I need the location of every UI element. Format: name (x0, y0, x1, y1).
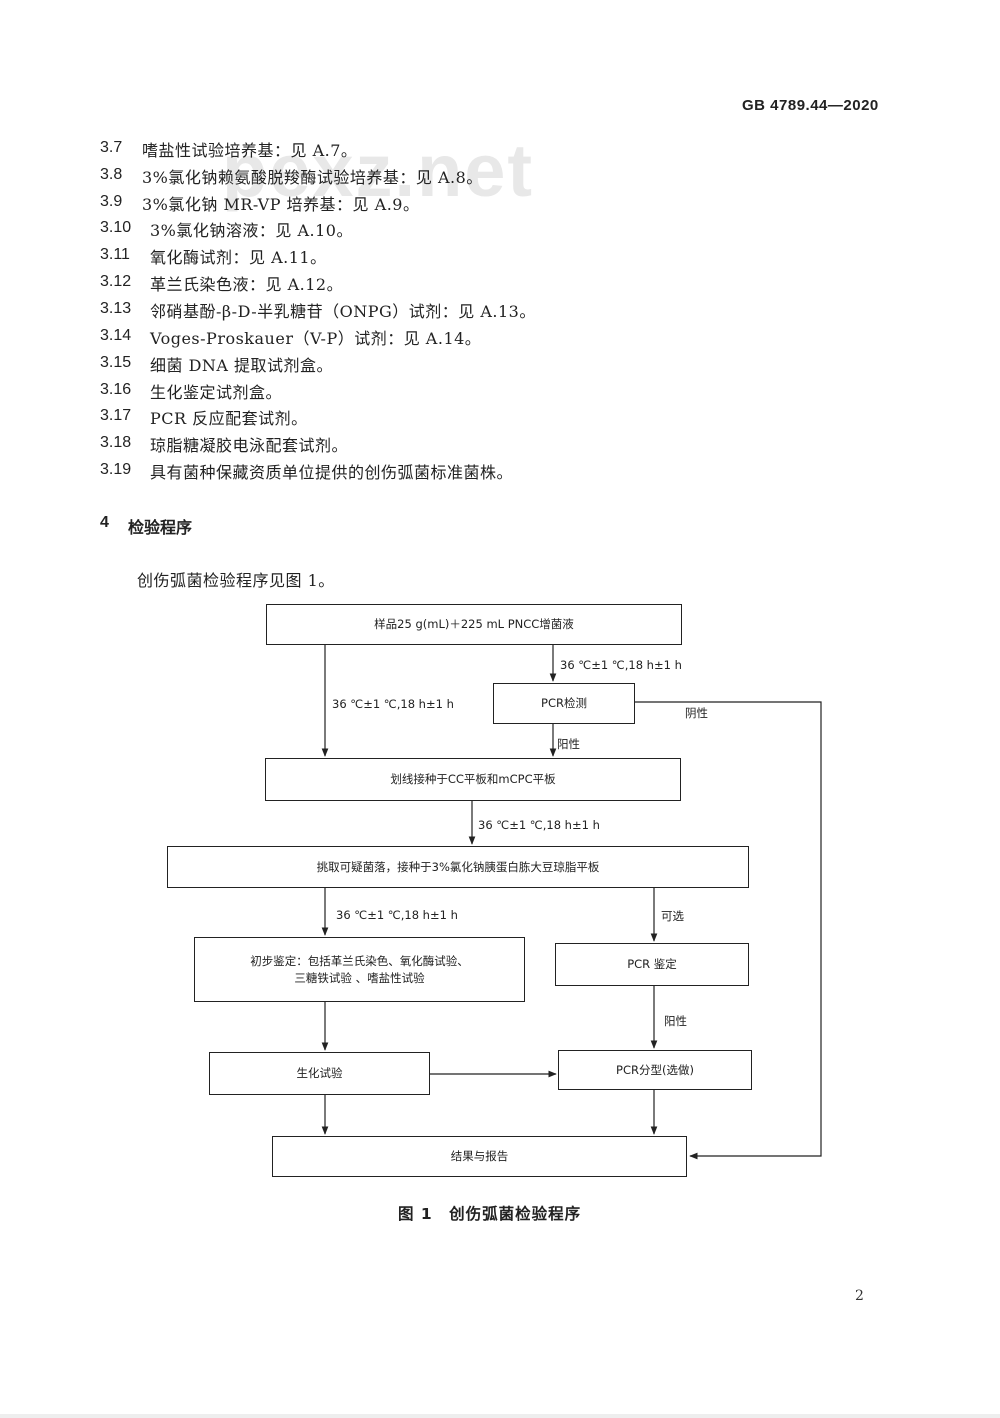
result-report-box: 结果与报告 (272, 1136, 687, 1177)
item-text: 具有菌种保藏资质单位提供的创伤弧菌标准菌株。 (150, 463, 514, 482)
item-number: 3.17 (100, 407, 132, 424)
item-text: 氧化酶试剂：见 A.11。 (150, 248, 327, 267)
item-text: 3%氯化钠 MR-VP 培养基：见 A.9。 (142, 195, 420, 214)
item-text: 3%氯化钠赖氨酸脱羧酶试验培养基：见 A.8。 (142, 168, 483, 187)
condition-label: 36 ℃±1 ℃,18 h±1 h (332, 697, 454, 711)
item-number: 3.9 (100, 193, 123, 210)
figure-caption: 图 1 创伤弧菌检验程序 (398, 1205, 582, 1223)
positive-label: 阳性 (664, 1014, 687, 1028)
pick-colony-box: 挑取可疑菌落，接种于3%氯化钠胰蛋白胨大豆琼脂平板 (167, 846, 749, 888)
pcr-typing-box: PCR分型(选做) (558, 1050, 752, 1090)
item-text: 琼脂糖凝胶电泳配套试剂。 (150, 436, 349, 455)
pcr-identify-box: PCR 鉴定 (555, 943, 749, 986)
watermark: pexz.net (222, 129, 535, 212)
section-number: 4 (100, 514, 109, 531)
item-text: 邻硝基酚-β-D-半乳糖苷（ONPG）试剂：见 A.13。 (150, 302, 536, 321)
item-text: 革兰氏染色液：见 A.12。 (150, 275, 344, 294)
preliminary-id-box: 初步鉴定：包括革兰氏染色、氧化酶试验、 三糖铁试验 、嗜盐性试验 (194, 937, 525, 1002)
item-text: PCR 反应配套试剂。 (150, 409, 308, 428)
condition-label: 36 ℃±1 ℃,18 h±1 h (336, 908, 458, 922)
biochem-test-box: 生化试验 (209, 1052, 430, 1095)
item-number: 3.18 (100, 434, 132, 451)
condition-label: 36 ℃±1 ℃,18 h±1 h (560, 658, 682, 672)
item-number: 3.14 (100, 327, 132, 344)
intro-text: 创伤弧菌检验程序见图 1。 (137, 571, 335, 590)
section-title: 检验程序 (128, 520, 193, 537)
item-number: 3.15 (100, 354, 132, 371)
item-number: 3.19 (100, 461, 132, 478)
item-number: 3.13 (100, 300, 132, 317)
page-number: 2 (855, 1288, 864, 1304)
item-number: 3.11 (100, 246, 130, 263)
positive-label: 阳性 (557, 737, 580, 751)
page-bottom-edge (0, 1414, 1000, 1418)
optional-label: 可选 (661, 909, 684, 923)
item-number: 3.12 (100, 273, 132, 290)
item-number: 3.10 (100, 219, 132, 236)
item-number: 3.16 (100, 381, 132, 398)
negative-label: 阴性 (685, 706, 708, 720)
item-text: Voges-Proskauer（V-P）试剂：见 A.14。 (150, 329, 482, 348)
condition-label: 36 ℃±1 ℃,18 h±1 h (478, 818, 600, 832)
pcr-detect-box: PCR检测 (493, 683, 635, 724)
sample-box: 样品25 g(mL)＋225 mL PNCC增菌液 (266, 604, 682, 645)
item-text: 嗜盐性试验培养基：见 A.7。 (142, 141, 358, 160)
standard-number: GB 4789.44—2020 (742, 97, 879, 114)
streak-box: 划线接种于CC平板和mCPC平板 (265, 758, 681, 801)
item-number: 3.7 (100, 139, 123, 156)
item-text: 生化鉴定试剂盒。 (150, 383, 283, 402)
item-number: 3.8 (100, 166, 123, 183)
item-text: 细菌 DNA 提取试剂盒。 (150, 356, 334, 375)
item-text: 3%氯化钠溶液：见 A.10。 (150, 221, 353, 240)
